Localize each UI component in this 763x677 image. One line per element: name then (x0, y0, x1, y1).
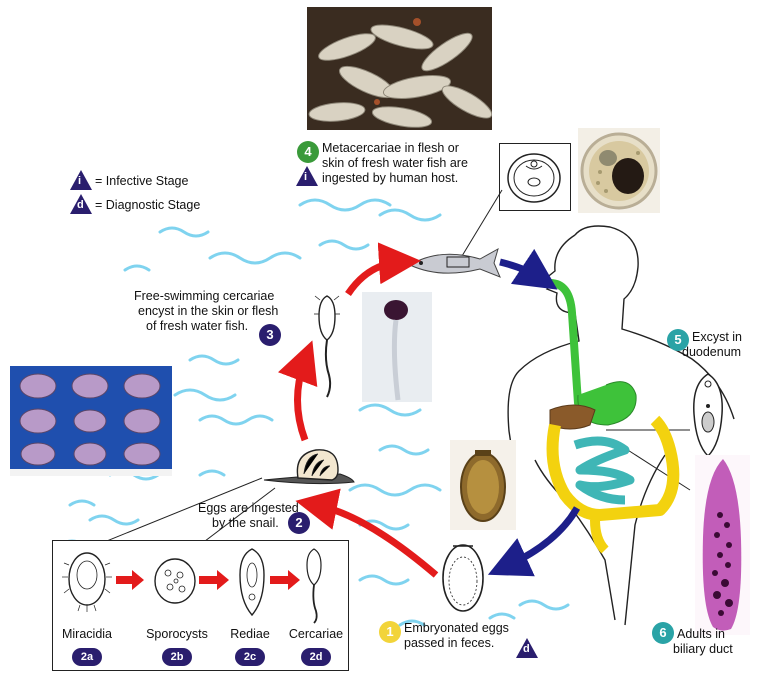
metacercaria-drawing (499, 143, 571, 211)
step-6-badge: 6 (652, 622, 674, 644)
stage-label-cercariae: Cercariae (271, 627, 361, 641)
infective-stage-marker-icon: i (70, 170, 92, 190)
diagnostic-stage-label: = Diagnostic Stage (95, 198, 200, 213)
redia-drawing (240, 549, 264, 615)
miracidium-drawing (62, 553, 112, 612)
cercaria-photo (362, 292, 432, 402)
step-5-text: Excyst in duodenum (692, 330, 742, 360)
step-2-text: Eggs are ingested by the snail. (198, 501, 299, 531)
step-1-badge: 1 (379, 621, 401, 643)
stage-label-miracidia: Miracidia (42, 627, 132, 641)
infective-stage-label: = Infective Stage (95, 174, 188, 189)
excysted-metacercaria-drawing (688, 370, 728, 460)
adult-fluke-photo (695, 455, 750, 635)
step-3-badge: 3 (259, 324, 281, 346)
snail-icon (258, 444, 358, 486)
snail-stages-drawings (52, 545, 347, 625)
cercaria-drawing (312, 290, 342, 400)
sporocyst-drawing (155, 559, 195, 603)
step-3-text: Free-swimming cercariae encyst in the sk… (134, 289, 278, 334)
fish-photo (307, 7, 492, 130)
step-4-infective-marker-icon: i (296, 166, 318, 186)
metacercaria-petri-photo (578, 128, 660, 213)
egg-photo (450, 440, 516, 530)
cercaria-small-drawing (307, 549, 321, 623)
snail-photo (10, 366, 172, 476)
egg-drawing (438, 536, 488, 616)
step-1-diagnostic-marker-icon: d (516, 638, 538, 658)
step-4-text: Metacercariae in flesh or skin of fresh … (322, 141, 468, 186)
step-6-text: Adults in biliary duct (677, 627, 733, 657)
stage-badge-2c: 2c (235, 648, 265, 666)
step-4-badge: 4 (297, 141, 319, 163)
diagnostic-stage-marker-icon: d (70, 194, 92, 214)
fish-icon (405, 245, 505, 281)
step-1-text: Embryonated eggs passed in feces. (404, 621, 509, 651)
step-2-badge: 2 (288, 512, 310, 534)
stage-badge-2b: 2b (162, 648, 192, 666)
stage-badge-2d: 2d (301, 648, 331, 666)
stage-badge-2a: 2a (72, 648, 102, 666)
